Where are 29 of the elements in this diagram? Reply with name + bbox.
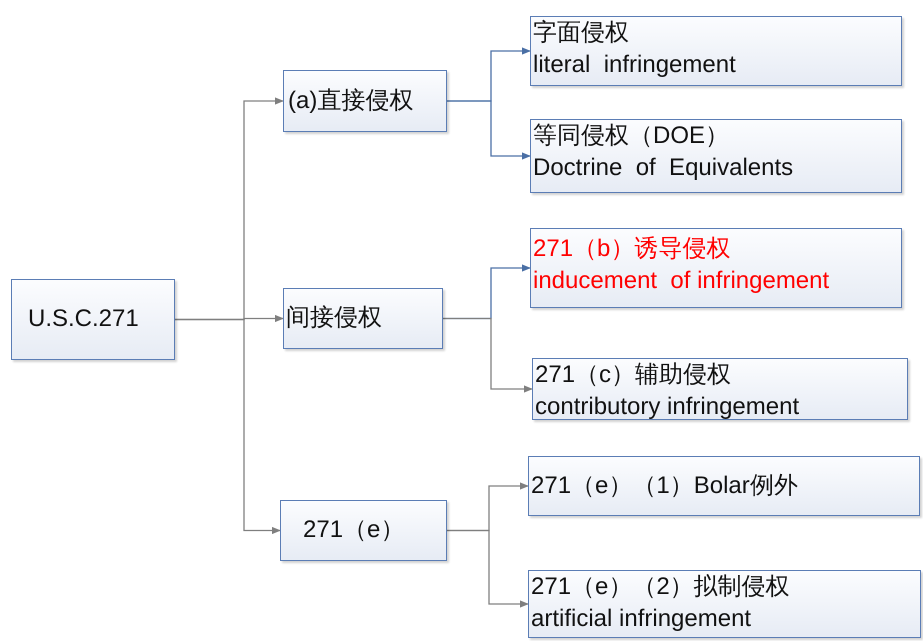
arrow: [447, 100, 531, 160]
node-label: inducement of infringement: [533, 266, 830, 296]
arrow: [175, 318, 281, 534]
node-label: 271（c）辅助侵权: [535, 360, 732, 390]
node-box: [528, 456, 920, 516]
node-box: [283, 288, 443, 349]
node-box: [283, 70, 447, 132]
node-label: 271（e）（1）Bolar例外: [531, 470, 799, 501]
node-label: 271（e）（2）拟制侵权: [531, 572, 791, 602]
node-label: contributory infringement: [535, 392, 800, 422]
arrow: [447, 530, 529, 608]
node-label: 间接侵权: [286, 303, 383, 334]
node-box: [528, 570, 921, 638]
node-box: [280, 500, 447, 561]
node-label: 等同侵权（DOE）: [533, 121, 730, 151]
node-box: [530, 119, 902, 193]
node-label: U.S.C.271: [28, 304, 140, 334]
node-label: 字面侵权: [533, 18, 630, 48]
node-box: [530, 228, 902, 308]
node-box: [530, 16, 902, 86]
node-label: Doctrine of Equivalents: [533, 153, 794, 184]
node-label: 271（b）诱导侵权: [533, 234, 732, 264]
node-label: (a)直接侵权: [288, 86, 414, 116]
node-label: artificial infringement: [531, 604, 752, 634]
node-box: [532, 358, 908, 420]
arrow: [443, 318, 533, 393]
node-box: [11, 279, 175, 360]
node-label: literal infringement: [533, 50, 737, 80]
node-label: 271（e）: [303, 515, 406, 546]
